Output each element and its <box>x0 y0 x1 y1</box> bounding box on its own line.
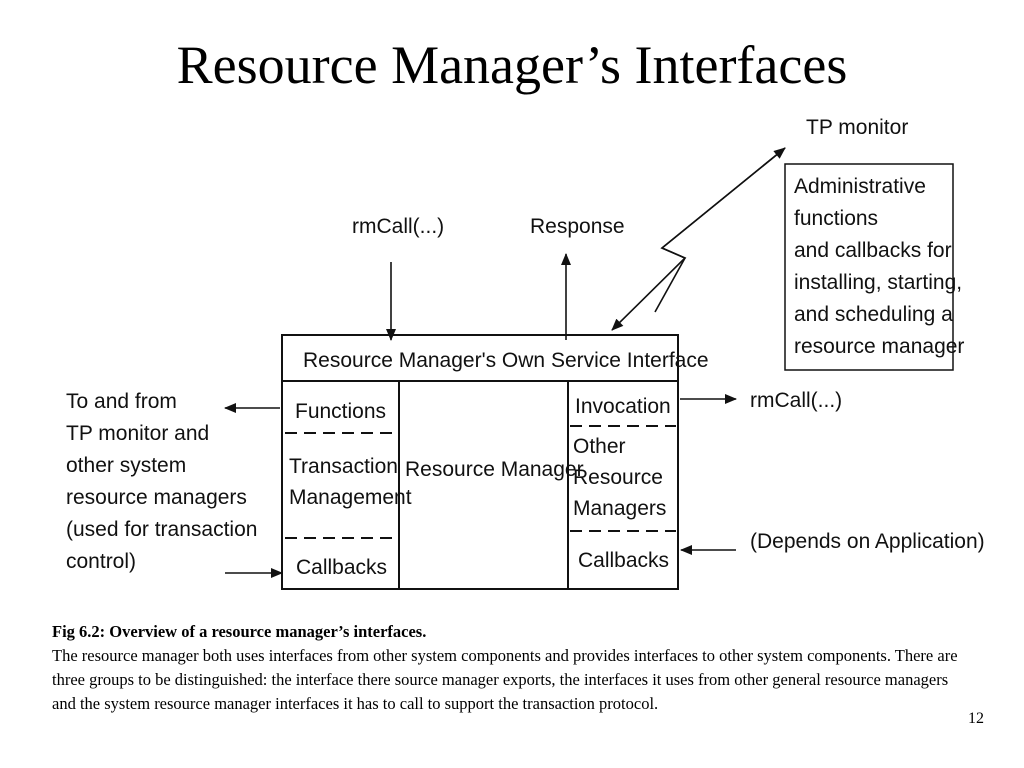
slide-title: Resource Manager’s Interfaces <box>176 35 848 95</box>
tp-monitor-arrow-up <box>654 147 786 313</box>
other-rm-label: Resource <box>573 466 663 489</box>
callbacks-left-label: Callbacks <box>296 556 387 579</box>
service-interface-label: Resource Manager's Own Service Interface <box>303 349 709 372</box>
page-number: 12 <box>968 710 984 727</box>
callbacks-right-label: Callbacks <box>578 549 669 572</box>
admin-line: functions <box>794 207 878 230</box>
resource-manager-diagram: TP monitor Administrative functions and … <box>66 116 985 590</box>
left-label-line: resource managers <box>66 486 247 509</box>
rmcall-out-label: rmCall(...) <box>750 389 842 412</box>
tp-monitor-arrow-down <box>611 147 786 331</box>
caption-body: The resource manager both uses interface… <box>52 646 958 713</box>
caption-title: Fig 6.2: Overview of a resource manager’… <box>52 622 427 641</box>
admin-box-text: Administrative functions and callbacks f… <box>794 175 964 358</box>
tp-monitor-label: TP monitor <box>806 116 908 139</box>
admin-line: installing, starting, <box>794 271 962 294</box>
depends-label: (Depends on Application) <box>750 530 985 553</box>
left-label-line: (used for transaction <box>66 518 257 541</box>
admin-line: and scheduling a <box>794 303 953 326</box>
other-rm-label: Other <box>573 435 626 458</box>
other-rm-label: Managers <box>573 497 666 520</box>
figure-caption: Fig 6.2: Overview of a resource manager’… <box>52 620 972 716</box>
admin-line: and callbacks for <box>794 239 952 262</box>
admin-line: resource manager <box>794 335 964 358</box>
main-box <box>281 334 679 590</box>
functions-label: Functions <box>295 400 386 423</box>
transaction-management-label: Transaction <box>289 455 398 478</box>
admin-box <box>784 163 954 371</box>
left-label-line: To and from <box>66 390 177 413</box>
left-label-line: TP monitor and <box>66 422 209 445</box>
rmcall-in-label: rmCall(...) <box>352 215 444 238</box>
left-side-label: To and from TP monitor and other system … <box>66 390 257 573</box>
admin-line: Administrative <box>794 175 926 198</box>
resource-manager-label: Resource Manager <box>405 458 584 481</box>
invocation-label: Invocation <box>575 395 671 418</box>
left-label-line: other system <box>66 454 186 477</box>
response-label: Response <box>530 215 625 238</box>
left-label-line: control) <box>66 550 136 573</box>
transaction-management-label: Management <box>289 486 412 509</box>
